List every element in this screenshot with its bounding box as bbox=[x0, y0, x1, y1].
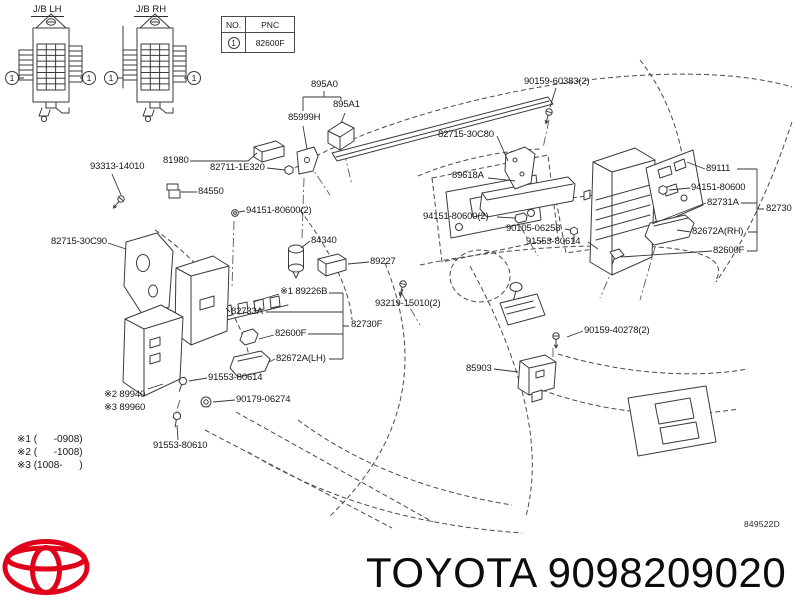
brand-name: TOYOTA bbox=[366, 549, 536, 596]
part-glyphs bbox=[110, 96, 717, 457]
part-label: 82730F bbox=[351, 319, 383, 330]
pnc-table-row-pnc: 82600F bbox=[245, 32, 296, 53]
part-label: 82731A bbox=[707, 197, 739, 208]
callout-badge: 1 bbox=[187, 71, 201, 85]
toyota-logo bbox=[2, 539, 90, 595]
pnc-table-col-no: NO. bbox=[220, 16, 247, 33]
footer-title: TOYOTA 9098209020 bbox=[366, 549, 786, 597]
part-label: 89618A bbox=[452, 170, 484, 181]
part-label: 85999H bbox=[288, 112, 321, 123]
drawing-code: 849522D bbox=[744, 519, 780, 529]
callout-badge: 1 bbox=[82, 71, 96, 85]
part-label: 85903 bbox=[466, 363, 492, 374]
part-label: 90179-06274 bbox=[236, 394, 291, 405]
part-label: 82715-30C80 bbox=[438, 129, 494, 140]
part-label: 90159-60383(2) bbox=[524, 76, 590, 87]
part-label: ※2 89940 bbox=[104, 389, 146, 400]
part-label: 89111 bbox=[706, 163, 731, 174]
part-label: 94151-80600(2) bbox=[246, 205, 312, 216]
jb-rh-title: J/B RH bbox=[134, 4, 169, 17]
part-label: 91553-80614 bbox=[526, 236, 581, 247]
part-label: 81980 bbox=[163, 155, 189, 166]
junction-block-lh bbox=[18, 13, 83, 123]
part-label: 895A0 bbox=[311, 79, 338, 90]
part-label: ※3 89960 bbox=[104, 402, 146, 413]
jb-lh-title: J/B LH bbox=[31, 4, 64, 17]
part-label: 93219-15010(2) bbox=[375, 298, 441, 309]
part-label: 90159-40278(2) bbox=[584, 325, 650, 336]
part-label: 84550 bbox=[198, 186, 224, 197]
junction-block-rh bbox=[122, 13, 187, 123]
part-label: 82733A bbox=[231, 306, 263, 317]
part-label: 91553-80614 bbox=[208, 372, 263, 383]
pnc-table: NO. PNC 1 82600F bbox=[220, 16, 296, 53]
legend-note: ※3 (1008- ) bbox=[17, 460, 83, 471]
catalog-part-number: 9098209020 bbox=[547, 549, 787, 596]
pnc-table-row-no: 1 bbox=[220, 32, 247, 53]
leader-lines bbox=[107, 87, 764, 441]
callout-badge: 1 bbox=[227, 36, 240, 49]
part-label: 94151-80600(2) bbox=[423, 211, 489, 222]
part-label: 90105-06258 bbox=[506, 223, 561, 234]
part-label: 93313-14010 bbox=[90, 161, 145, 172]
part-label: 82600F bbox=[275, 328, 307, 339]
part-label: 91553-80610 bbox=[153, 440, 208, 451]
part-label: 82672A(RH) bbox=[692, 226, 744, 237]
part-label: 82600F bbox=[713, 245, 745, 256]
part-label: 94151-80600 bbox=[691, 182, 746, 193]
pnc-table-col-pnc: PNC bbox=[245, 16, 296, 33]
callout-badge: 1 bbox=[5, 71, 19, 85]
part-label: 82672A(LH) bbox=[276, 353, 326, 364]
part-label: 82711-1E320 bbox=[210, 162, 265, 173]
part-label: 895A1 bbox=[333, 99, 360, 110]
part-label: 89227 bbox=[370, 256, 396, 267]
callout-badge: 1 bbox=[104, 71, 118, 85]
part-label: 84340 bbox=[311, 235, 337, 246]
part-label: 82730 bbox=[766, 203, 792, 214]
part-label: ※1 89226B bbox=[280, 286, 328, 297]
legend-note: ※2 ( -1008) bbox=[17, 447, 83, 458]
legend-note: ※1 ( -0908) bbox=[17, 434, 83, 445]
diagram-canvas bbox=[18, 13, 793, 534]
part-label: 82715-30C90 bbox=[51, 236, 107, 247]
